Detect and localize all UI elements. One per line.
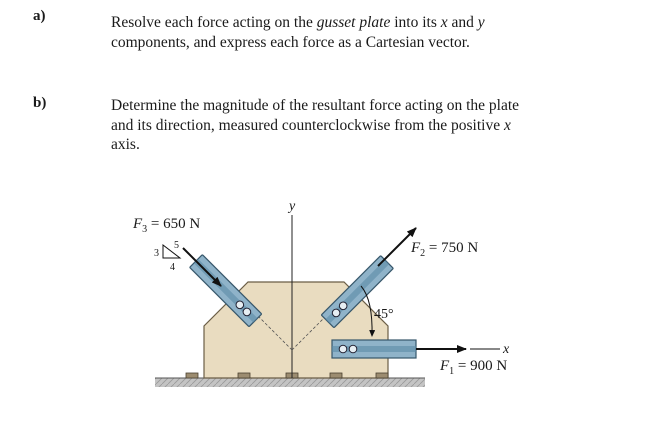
- svg-text:3: 3: [154, 248, 159, 259]
- slope-triangle: 3 4 5: [154, 240, 182, 273]
- force-f2-label: F2 = 750 N: [410, 240, 478, 259]
- angle-label: 45°: [374, 307, 394, 322]
- bolt-icon: [242, 307, 252, 317]
- force-f1-label: F1 = 900 N: [439, 358, 507, 377]
- y-axis-label: y: [287, 199, 296, 214]
- part-b-text: Determine the magnitude of the resultant…: [111, 97, 520, 153]
- part-a-text: Resolve each force acting on the gusset …: [111, 14, 485, 51]
- part-a-label: a): [33, 8, 46, 24]
- x-axis-label: x: [502, 342, 510, 357]
- bolt-icon: [331, 308, 341, 318]
- force-f3-arrow: [182, 247, 222, 287]
- svg-text:5: 5: [174, 240, 179, 251]
- angle-arc: [360, 285, 376, 337]
- bolt-icon: [348, 344, 358, 354]
- force-f3-label: F3 = 650 N: [132, 216, 200, 235]
- bolt-icon: [338, 301, 348, 311]
- ground: [155, 378, 425, 387]
- part-b-label: b): [33, 95, 47, 111]
- member-f2: [321, 255, 394, 328]
- bolt-icon: [338, 344, 348, 354]
- svg-text:4: 4: [170, 262, 175, 273]
- bolt-icon: [235, 300, 245, 310]
- member-f1: [331, 339, 417, 359]
- force-f2-arrow: [377, 227, 417, 267]
